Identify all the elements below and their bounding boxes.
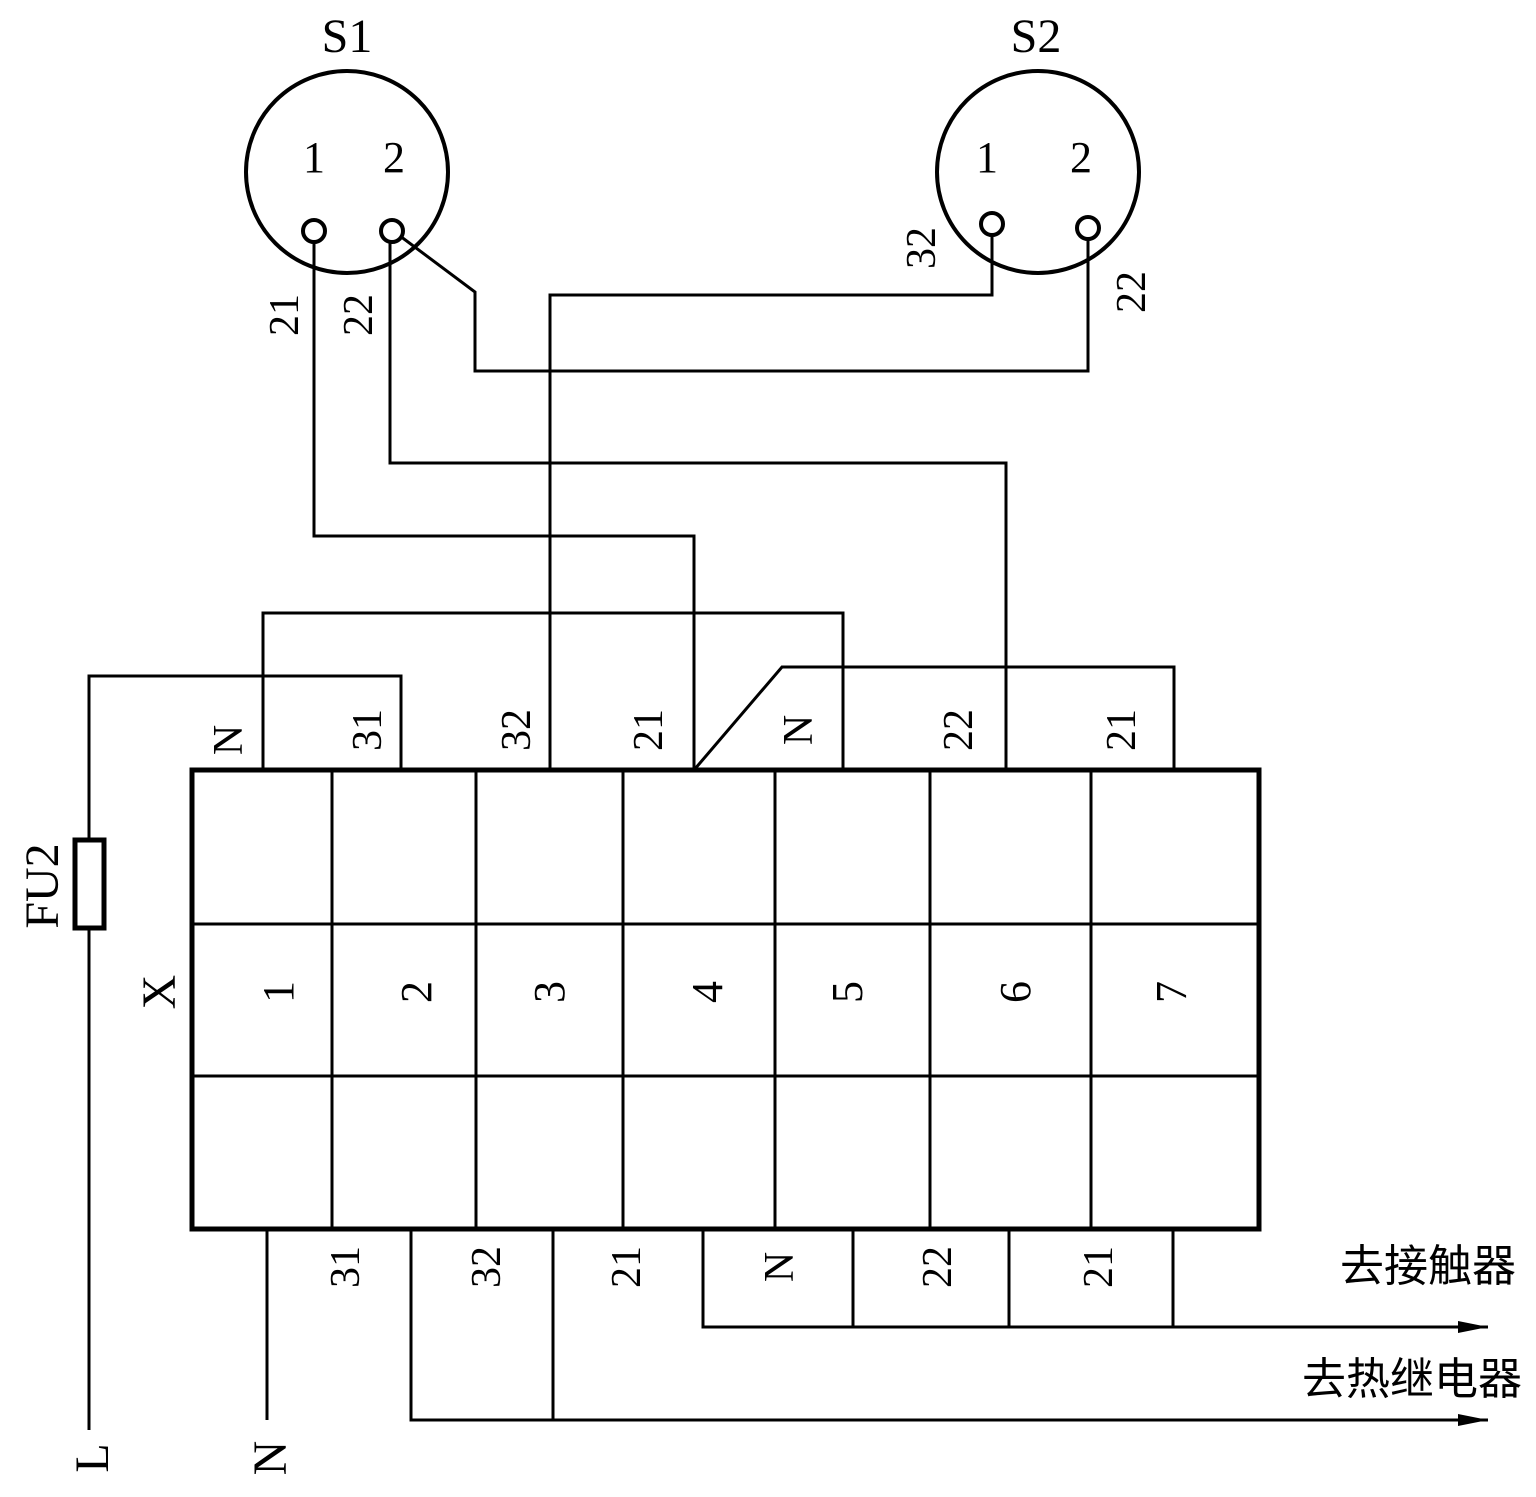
terminal-block-bottom-labels: 31 32 21 N 22 21 — [323, 1246, 1122, 1288]
wire-s2-32 — [548, 233, 994, 770]
terminal-block: X 1 2 3 4 5 6 7 — [133, 767, 1262, 1232]
switch-s1-pin1-label: 1 — [303, 133, 325, 182]
to-thermal-relay-label: 去热继电器 — [1302, 1354, 1522, 1405]
terminal-block-label: X — [133, 975, 186, 1010]
switch-s1-body — [244, 69, 450, 275]
switch-s2-terminal-2 — [1075, 215, 1101, 241]
switch-s1-terminal-1 — [301, 218, 327, 244]
wire-l-top — [87, 674, 403, 840]
wire-s1-22 — [388, 243, 1008, 770]
wire-to-thermal-relay — [409, 1229, 1488, 1426]
top-label-2: 31 — [345, 709, 391, 751]
switch-s2-wire-label-22: 22 — [1109, 271, 1155, 313]
top-label-4: 21 — [626, 709, 672, 751]
switch-s2-title: S2 — [1011, 10, 1062, 63]
fuse-label: FU2 — [16, 843, 69, 928]
top-label-7: 21 — [1099, 709, 1145, 751]
bottom-label-n: N — [757, 1252, 803, 1282]
terminal-number-1: 1 — [254, 981, 303, 1003]
terminal-number-3: 3 — [525, 981, 574, 1003]
supply-neutral-label: N — [244, 1441, 297, 1476]
wire-21-bridge — [692, 665, 1176, 771]
switch-s2-body — [935, 69, 1141, 275]
bottom-label-31: 31 — [323, 1246, 369, 1288]
wire-s1-21 — [312, 243, 696, 770]
fuse-body — [72, 837, 107, 931]
wire-to-contactor — [701, 1229, 1488, 1333]
top-label-1: N — [206, 725, 252, 755]
top-label-5: N — [776, 715, 822, 745]
bottom-label-32: 32 — [464, 1246, 510, 1288]
switch-s2: S2 1 2 — [935, 10, 1141, 275]
terminal-block-top-labels: N 31 32 21 N 22 21 — [206, 709, 1145, 755]
wire-n-bridge — [261, 611, 845, 770]
terminal-block-frame — [189, 767, 1262, 1232]
terminal-number-4: 4 — [683, 981, 732, 1003]
switch-s1: S1 1 2 — [244, 10, 450, 275]
switch-s1-wire-label-22: 22 — [336, 294, 382, 336]
switch-s2-terminal-1 — [979, 211, 1005, 237]
to-contactor-label: 去接触器 — [1340, 1241, 1516, 1292]
switch-s1-pin2-label: 2 — [383, 133, 405, 182]
wire-s1-s2-bridge — [395, 231, 1090, 373]
bottom-label-21b: 21 — [1076, 1246, 1122, 1288]
terminal-number-7: 7 — [1147, 981, 1196, 1003]
switch-s2-pin2-label: 2 — [1070, 133, 1092, 182]
bottom-label-22: 22 — [915, 1246, 961, 1288]
switch-s2-wire-label-32: 32 — [899, 227, 945, 269]
fuse-fu2: FU2 — [16, 837, 107, 931]
top-label-3: 32 — [494, 709, 540, 751]
bottom-label-21a: 21 — [604, 1246, 650, 1288]
switch-s1-wire-label-21: 21 — [262, 294, 308, 336]
wires — [87, 231, 1488, 1430]
terminal-number-5: 5 — [823, 981, 872, 1003]
terminal-number-2: 2 — [392, 981, 441, 1003]
terminal-number-6: 6 — [991, 981, 1040, 1003]
switch-s2-pin1-label: 1 — [976, 133, 998, 182]
supply-line-label: L — [66, 1443, 119, 1472]
switch-s1-terminal-2 — [379, 218, 405, 244]
top-label-6: 22 — [936, 709, 982, 751]
switch-s1-title: S1 — [322, 10, 373, 63]
